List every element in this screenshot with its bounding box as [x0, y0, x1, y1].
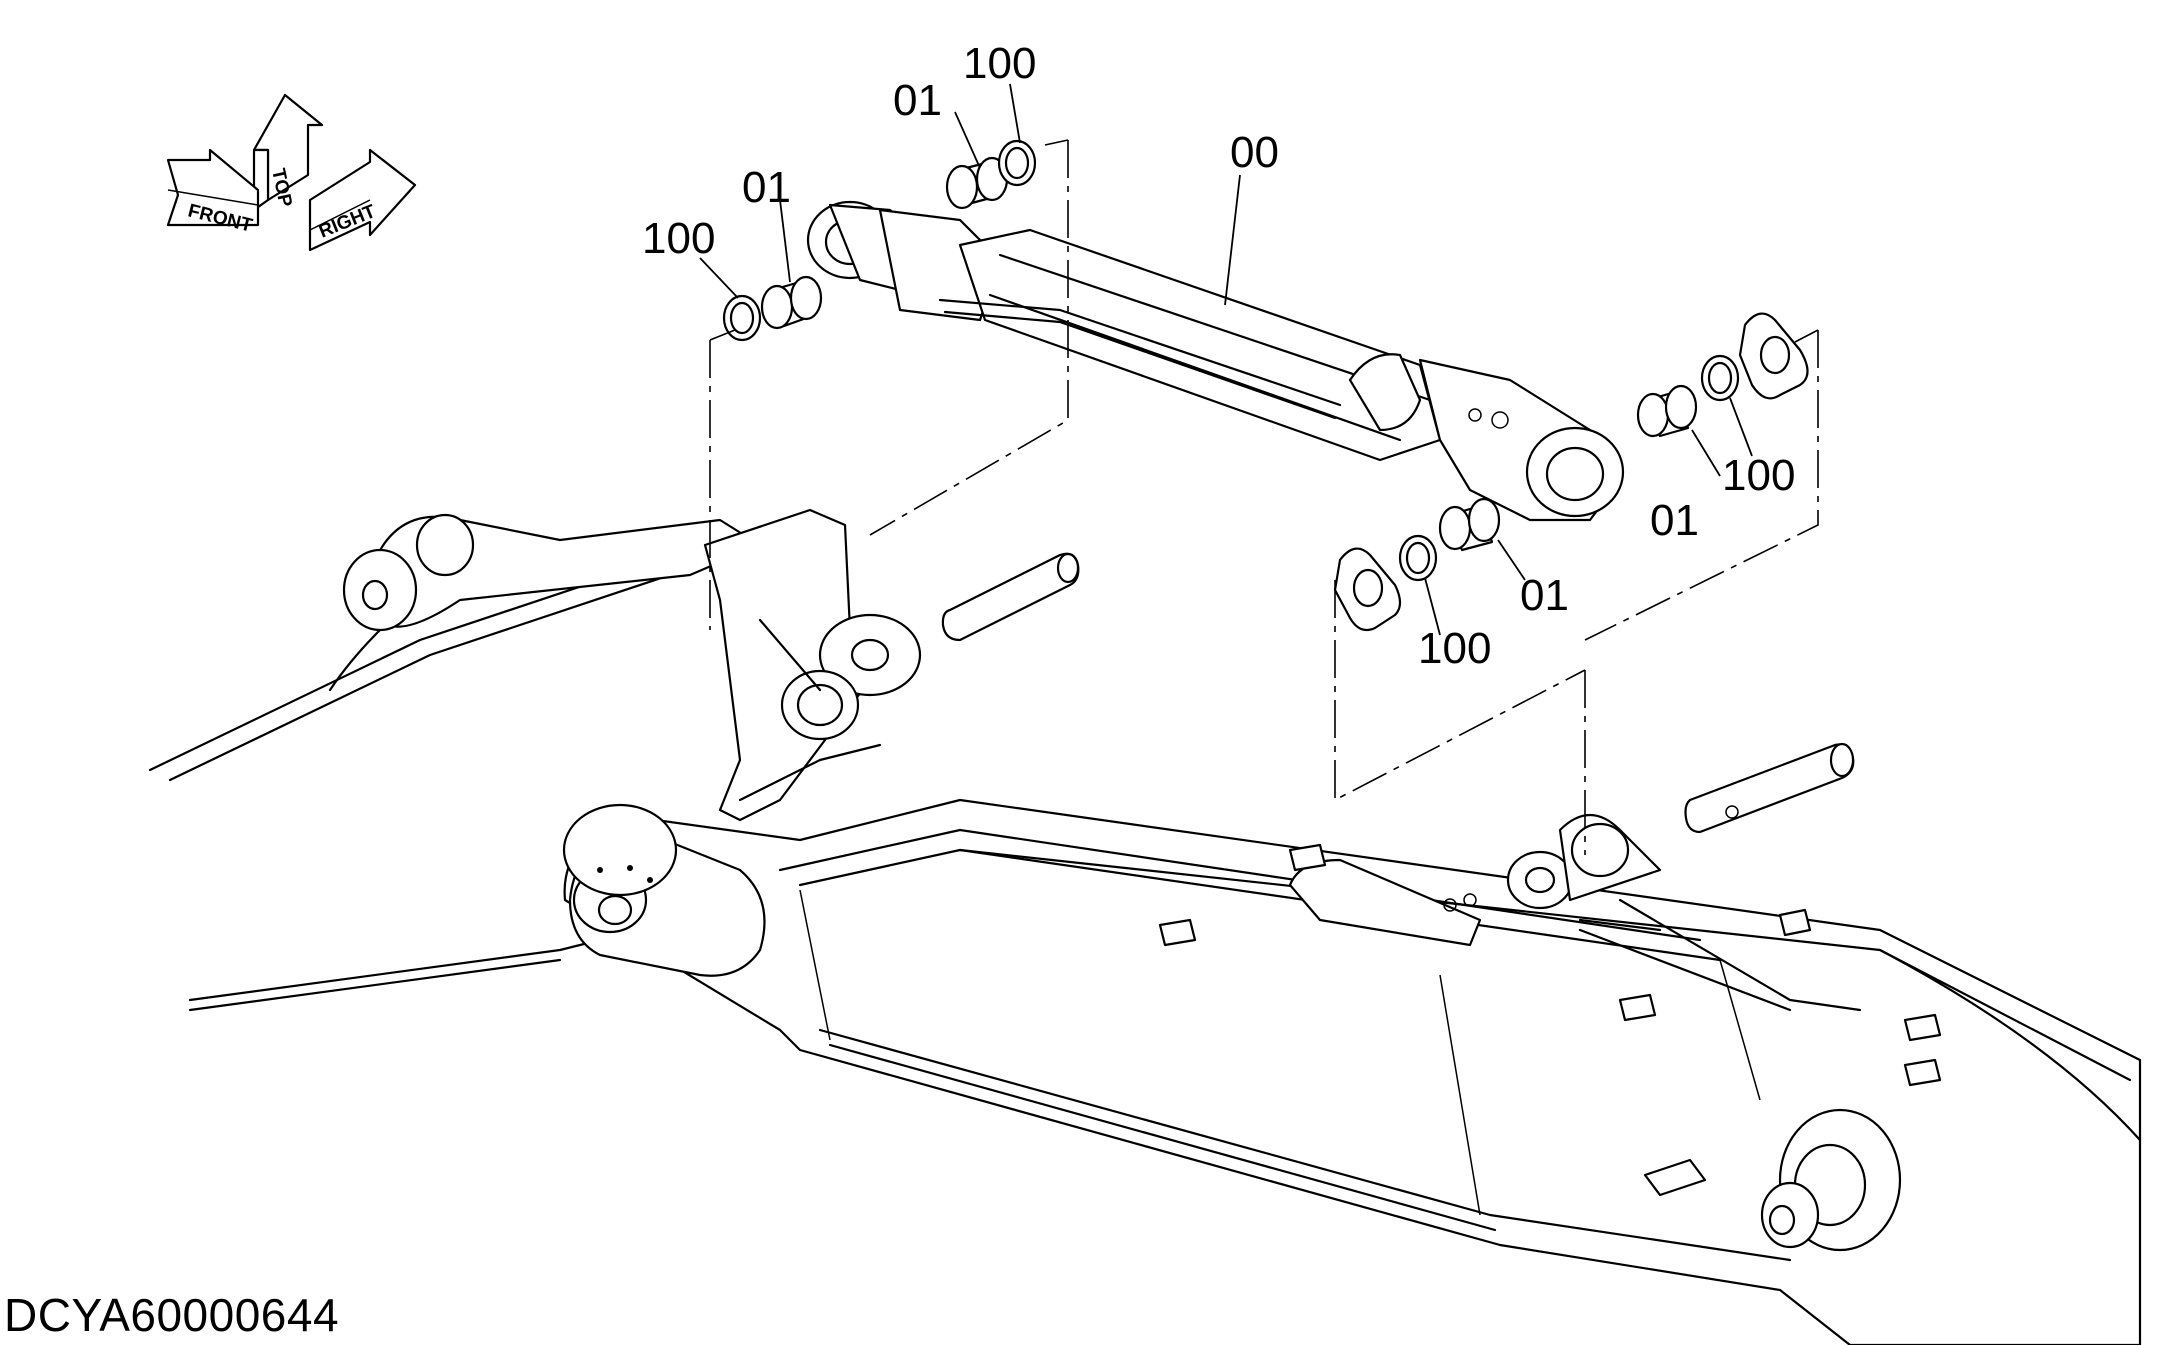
bushing-right-upper — [1636, 384, 1698, 438]
bushing-right-lower — [1438, 497, 1501, 552]
callout-01-top-left: 01 — [742, 163, 791, 212]
bushing-top-left — [760, 275, 823, 330]
shim-plate-right-upper — [1738, 312, 1809, 400]
drawing-code: DCYA60000644 — [4, 1289, 340, 1341]
seal-ring-right-upper — [1700, 354, 1740, 402]
callout-100-top-center: 100 — [963, 39, 1036, 88]
hydraulic-cylinder — [806, 200, 1625, 522]
seal-ring-right-lower — [1398, 534, 1438, 582]
callout-00: 00 — [1230, 128, 1279, 177]
orientation-arrows-icon: FRONT TOP RIGHT — [166, 93, 417, 252]
callout-leaders — [699, 83, 1753, 636]
boom-pin — [941, 552, 1080, 642]
callout-01-right-upper: 01 — [1650, 496, 1699, 545]
callout-100-right-lower: 100 — [1418, 624, 1491, 673]
callouts: 00 01 100 01 100 01 100 01 100 — [642, 39, 1795, 673]
assembly-lines — [709, 139, 1819, 855]
callout-100-right-upper: 100 — [1722, 451, 1795, 500]
callout-100-top-left: 100 — [642, 214, 715, 263]
callout-01-top-center: 01 — [893, 76, 942, 125]
callout-01-right-lower: 01 — [1520, 571, 1569, 620]
boom-structure — [148, 508, 2142, 1345]
seal-ring-top-left — [722, 294, 762, 342]
shim-plate-right-lower — [1333, 547, 1402, 632]
seal-ring-top-center — [997, 139, 1037, 187]
arm-pin — [1684, 742, 1855, 834]
